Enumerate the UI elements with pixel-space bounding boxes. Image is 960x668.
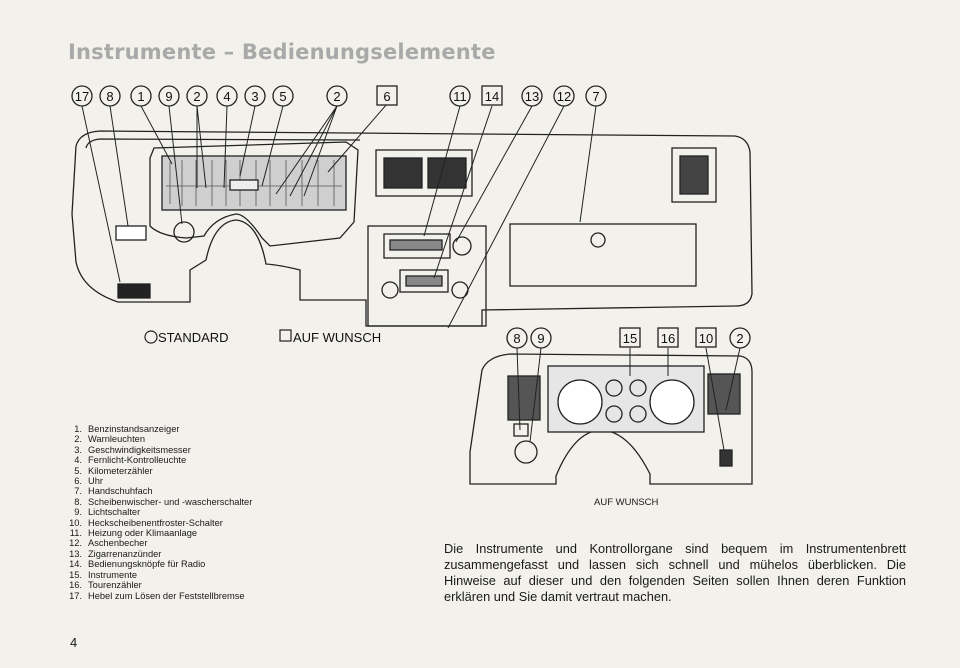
- instrument-cluster: [149, 141, 359, 247]
- inset-callout-8: 8: [513, 331, 520, 346]
- callout-14: 14: [485, 89, 499, 104]
- legend-number: 1.: [74, 424, 82, 434]
- legend-item: 7. Handschuhfach: [62, 486, 252, 496]
- legend-number: 5.: [74, 465, 82, 476]
- legend-text: Uhr: [88, 476, 103, 487]
- callout-4: 4: [223, 89, 230, 104]
- legend-text: Lichtschalter: [88, 507, 141, 518]
- legend-number: 4.: [74, 455, 82, 466]
- dashboard-outline: [71, 130, 753, 327]
- inset-callout-2: 2: [736, 331, 743, 346]
- callout-5: 5: [279, 89, 286, 104]
- legend-number: 11.: [69, 528, 82, 539]
- legend-item: 17. Hebel zum Lösen der Feststellbremse: [62, 591, 252, 601]
- heater-controls: [383, 233, 451, 259]
- legend-item: 14. Bedienungsknöpfe für Radio: [62, 559, 252, 569]
- legend-item: 5. Kilometerzähler: [62, 466, 252, 476]
- right-vent: [671, 147, 717, 203]
- inset-caption: AUF WUNSCH: [594, 497, 659, 508]
- inset-callout-15: 15: [623, 331, 637, 346]
- callout-6: 6: [383, 89, 390, 104]
- legend-text: Hebel zum Lösen der Feststellbremse: [88, 590, 245, 601]
- callout-12: 12: [557, 89, 571, 104]
- callout-2: 2: [193, 89, 200, 104]
- intro-paragraph: Die Instrumente und Kontrollorgane sind …: [444, 541, 906, 604]
- legend-text: Aschenbecher: [88, 538, 148, 549]
- inset-callout-10: 10: [699, 331, 713, 346]
- callout-17: 17: [75, 89, 89, 104]
- legend-item: 4. Fernlicht-Kontrolleuchte: [62, 455, 252, 465]
- callout-1: 1: [137, 89, 144, 104]
- legend-text: Scheibenwischer- und -wascherschalter: [88, 496, 253, 507]
- callout-9: 9: [165, 89, 172, 104]
- legend-number: 14.: [69, 559, 82, 570]
- cigar-lighter: [452, 236, 472, 256]
- callout-13: 13: [525, 89, 539, 104]
- page-number: 4: [70, 635, 78, 650]
- legend-item: 8. Scheibenwischer- und -wascherschalter: [62, 497, 252, 507]
- legend-number: 9.: [74, 507, 82, 518]
- legend-text: Zigarrenanzünder: [88, 548, 162, 559]
- standard-symbol: [144, 330, 158, 344]
- legend-key: STANDARD AUF WUNSCH: [144, 329, 381, 345]
- callout-2b: 2: [333, 89, 340, 104]
- component-legend: 1. Benzinstandsanzeiger 2. Warnleuchten 3.…: [62, 424, 252, 601]
- parking-brake-handle: [117, 283, 151, 299]
- inset-dashboard-outline: [469, 353, 753, 485]
- legend-item: 6. Uhr: [62, 476, 252, 486]
- optional-symbol: [279, 329, 292, 342]
- legend-text: Heckscheibenentfroster-Schalter: [88, 517, 223, 528]
- legend-number: 12.: [69, 538, 82, 549]
- inset-callout-16: 16: [661, 331, 675, 346]
- center-vent: [375, 149, 473, 197]
- callout-11: 11: [453, 89, 467, 104]
- legend-item: 11. Heizung oder Klimaanlage: [62, 528, 252, 538]
- legend-text: Fernlicht-Kontrolleuchte: [88, 455, 187, 466]
- legend-text: Instrumente: [88, 569, 138, 580]
- callout-7: 7: [592, 89, 599, 104]
- legend-item: 15. Instrumente: [62, 570, 252, 580]
- legend-item: 12. Aschenbecher: [62, 538, 252, 548]
- radio: [399, 269, 449, 293]
- speedometer-gauge: [557, 379, 603, 425]
- legend-number: 10.: [69, 517, 82, 528]
- page-title: Instrumente – Bedienungselemente: [68, 40, 496, 64]
- legend-number: 17.: [69, 590, 82, 601]
- legend-text: Benzinstandsanzeiger: [88, 424, 180, 434]
- inset-callout-9: 9: [537, 331, 544, 346]
- light-switch-knob: [173, 221, 195, 243]
- legend-text: Geschwindigkeitsmesser: [88, 444, 191, 455]
- wiper-switch: [115, 225, 147, 241]
- legend-text: Kilometerzähler: [88, 465, 153, 476]
- legend-item: 16. Tourenzähler: [62, 580, 252, 590]
- legend-number: 16.: [69, 580, 82, 591]
- legend-number: 15.: [69, 569, 82, 580]
- legend-item: 1. Benzinstandsanzeiger: [62, 424, 252, 434]
- legend-text: Heizung oder Klimaanlage: [88, 528, 198, 539]
- legend-number: 3.: [74, 444, 82, 455]
- legend-text: Handschuhfach: [88, 486, 153, 497]
- legend-text: Bedienungsknöpfe für Radio: [88, 559, 206, 570]
- legend-item: 3. Geschwindigkeitsmesser: [62, 445, 252, 455]
- tachometer-gauge: [649, 379, 695, 425]
- callout-8: 8: [106, 89, 113, 104]
- legend-item: 9. Lichtschalter: [62, 507, 252, 517]
- legend-text: Warnleuchten: [88, 434, 146, 445]
- legend-number: 13.: [69, 548, 82, 559]
- legend-item: 13. Zigarrenanzünder: [62, 549, 252, 559]
- legend-number: 7.: [74, 486, 82, 497]
- legend-item: 10. Heckscheibenentfroster-Schalter: [62, 518, 252, 528]
- legend-number: 8.: [74, 496, 82, 507]
- legend-number: 6.: [74, 476, 82, 487]
- callout-3: 3: [251, 89, 258, 104]
- legend-text: Tourenzähler: [88, 580, 142, 591]
- legend-number: 2.: [74, 434, 82, 445]
- standard-label: STANDARD: [158, 330, 229, 345]
- legend-item: 2. Warnleuchten: [62, 434, 252, 444]
- glove-box: [509, 223, 697, 287]
- optional-label: AUF WUNSCH: [293, 330, 381, 345]
